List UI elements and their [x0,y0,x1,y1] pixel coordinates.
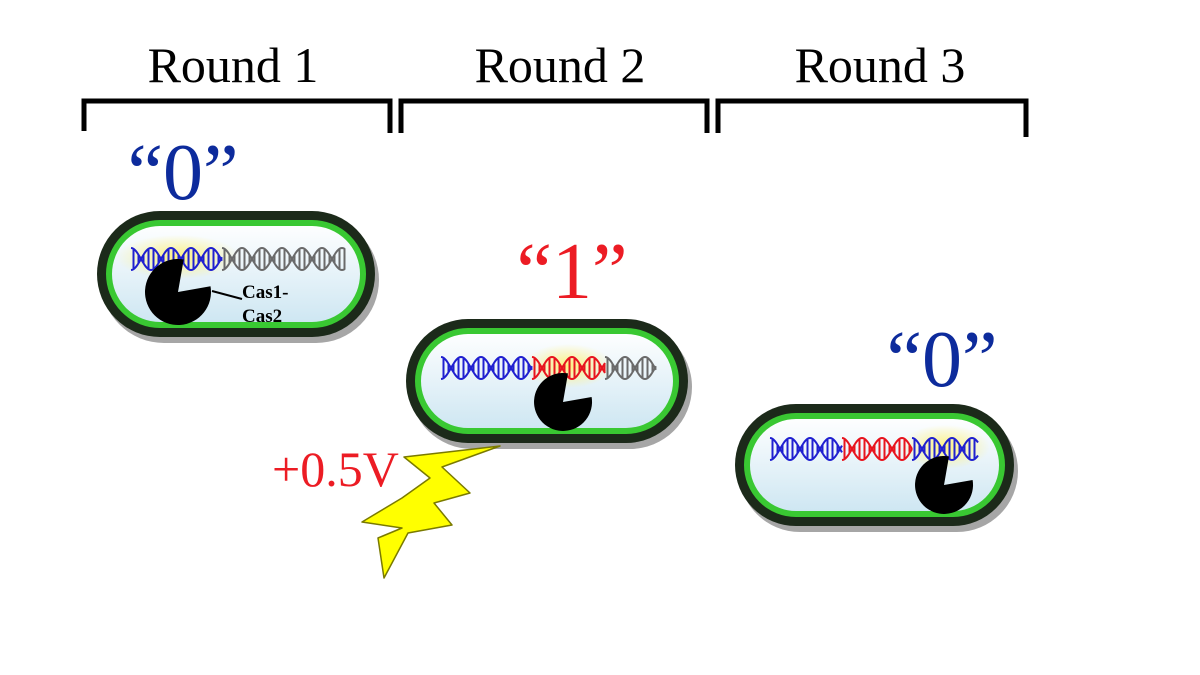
round-1-bracket [81,98,393,133]
dna-segment-blue [769,436,843,462]
round-3-bracket [715,98,1029,137]
bacterium-cell-round-2 [406,319,692,449]
round-2-bracket [398,98,710,133]
lightning-bolt-icon [361,445,501,579]
voltage-label: +0.5V [272,441,399,497]
dna-segment-blue-new [911,436,979,462]
bacterium-cell-round-3 [735,404,1018,532]
cas1-cas2-enzyme-icon [915,455,974,514]
bit-label-round-3: “0” [886,316,997,404]
round-3-label: Round 3 [795,37,966,93]
round-brackets [81,98,1029,137]
enzyme-label-line-2: Cas2 [242,306,282,327]
cas1-cas2-enzyme-icon [144,259,211,326]
bit-label-round-2: “1” [516,228,627,316]
dna-segment-gray [221,246,346,272]
bacterium-cell-round-1 [97,211,379,343]
dna-segment-red [841,436,913,462]
dna-segment-gray [604,355,657,381]
enzyme-pointer-line [211,290,243,300]
dna-segment-blue [440,355,533,381]
cas1-cas2-enzyme-icon [534,372,593,431]
dna-segment-red [531,355,606,381]
enzyme-label-line-1: Cas1- [242,282,288,303]
round-2-label: Round 2 [475,37,646,93]
round-1-label: Round 1 [148,37,319,93]
bit-label-round-1: “0” [127,129,238,217]
